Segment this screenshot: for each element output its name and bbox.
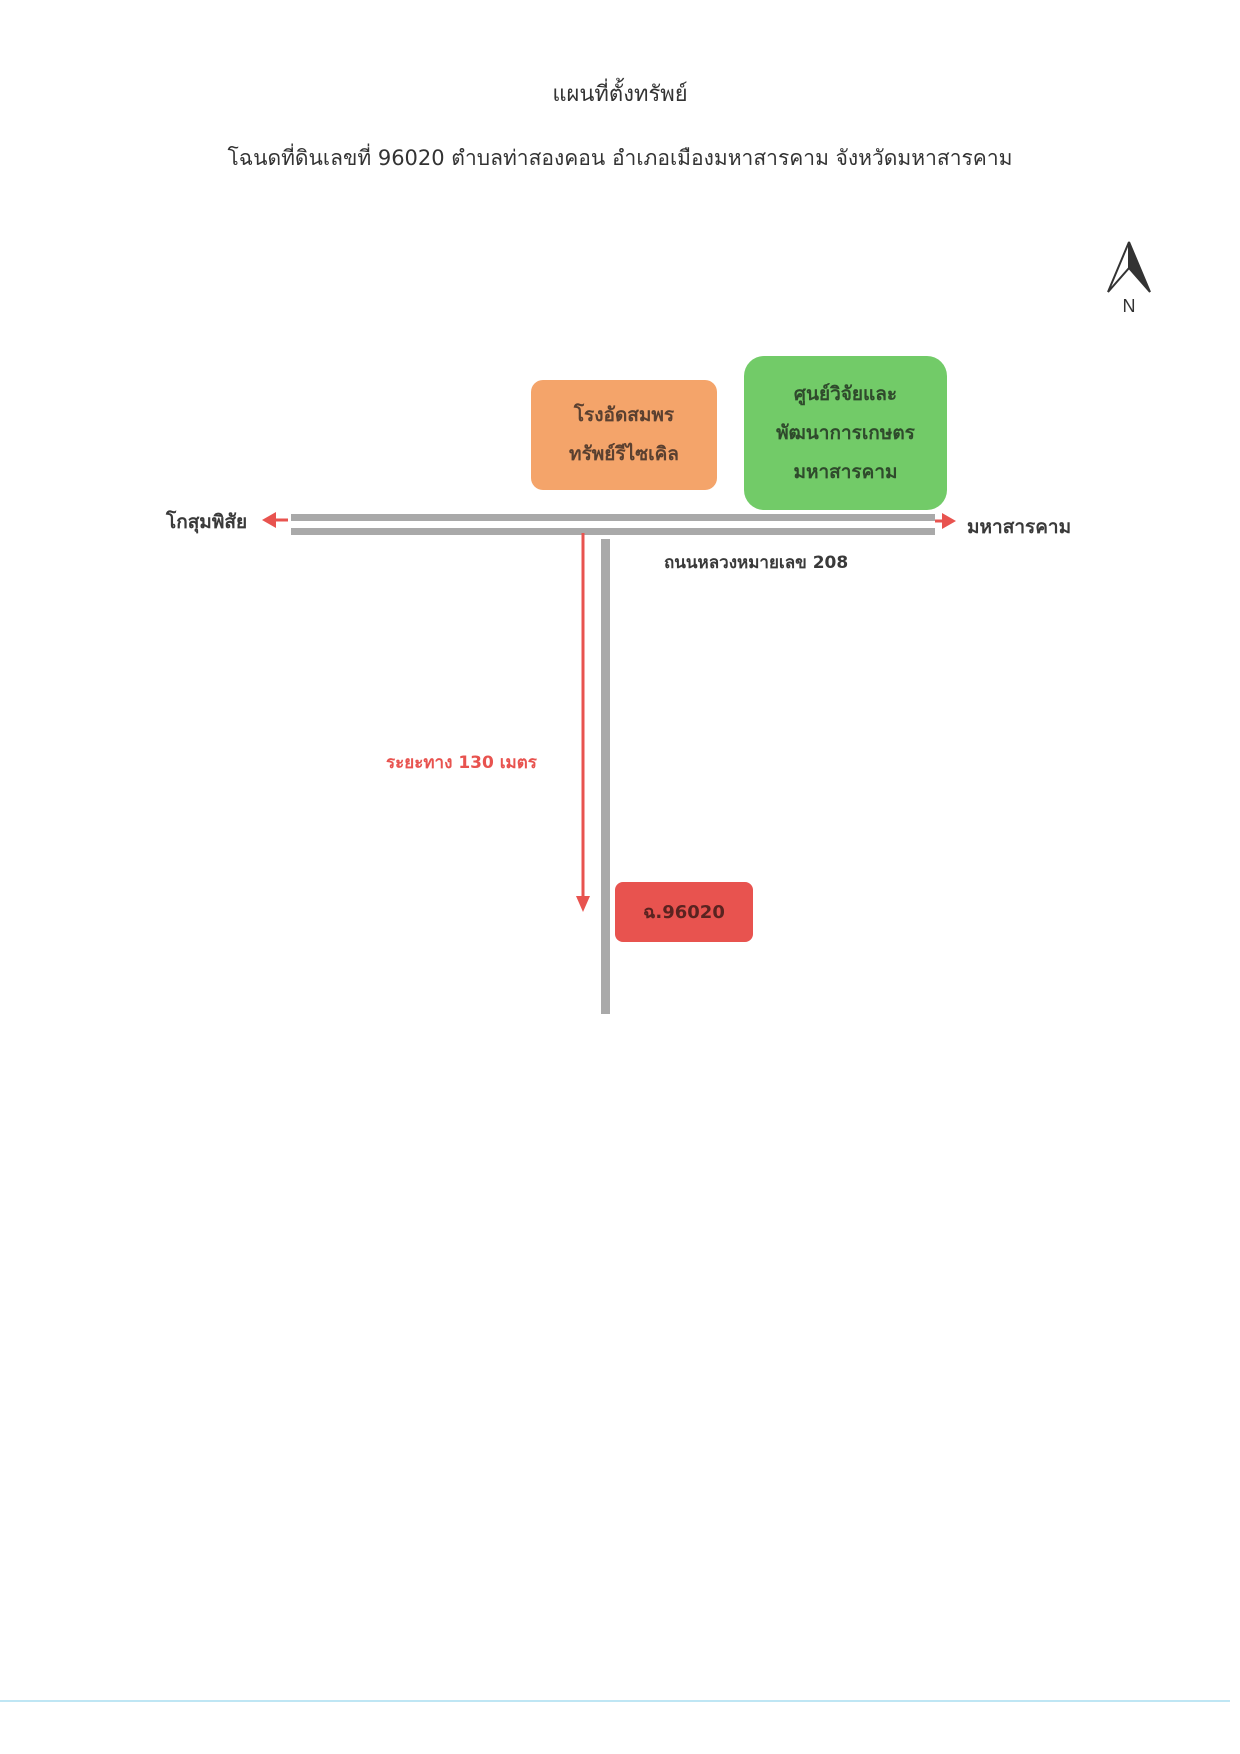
distance-label: ระยะทาง 130 เมตร xyxy=(386,753,537,773)
map-title: แผนที่ตั้งทรัพย์ xyxy=(552,82,688,107)
arrow-left-icon xyxy=(262,512,276,528)
landmark-recycling-line1: โรงอัดสมพร xyxy=(573,404,675,426)
arrow-right-icon xyxy=(942,513,956,529)
road-208-lower-line xyxy=(291,528,935,535)
landmark-recycling-line2: ทรัพย์รีไซเคิล xyxy=(569,443,679,465)
parcel-marker: ฉ.96020 xyxy=(615,882,753,942)
landmark-research-line3: มหาสารคาม xyxy=(793,460,898,483)
parcel-label: ฉ.96020 xyxy=(643,901,725,923)
north-letter: N xyxy=(1123,296,1136,316)
destination-right-label: มหาสารคาม xyxy=(967,516,1072,538)
road-208-upper-line xyxy=(291,514,935,521)
landmark-recycling-plant: โรงอัดสมพร ทรัพย์รีไซเคิล xyxy=(531,380,717,490)
landmark-research-line1: ศูนย์วิจัยและ xyxy=(793,382,898,405)
landmark-research-center: ศูนย์วิจัยและ พัฒนาการเกษตร มหาสารคาม xyxy=(744,356,947,510)
deed-subtitle: โฉนดที่ดินเลขที่ 96020 ตำบลท่าสองคอน อำเ… xyxy=(227,146,1013,170)
arrow-down-icon xyxy=(576,896,590,912)
north-arrow-icon: N xyxy=(1104,240,1154,316)
footer-divider xyxy=(0,1700,1230,1702)
side-road xyxy=(601,539,610,1014)
road-name-label: ถนนหลวงหมายเลข 208 xyxy=(664,553,849,573)
landmark-research-line2: พัฒนาการเกษตร xyxy=(776,421,915,444)
destination-left-label: โกสุมพิสัย xyxy=(166,511,248,533)
